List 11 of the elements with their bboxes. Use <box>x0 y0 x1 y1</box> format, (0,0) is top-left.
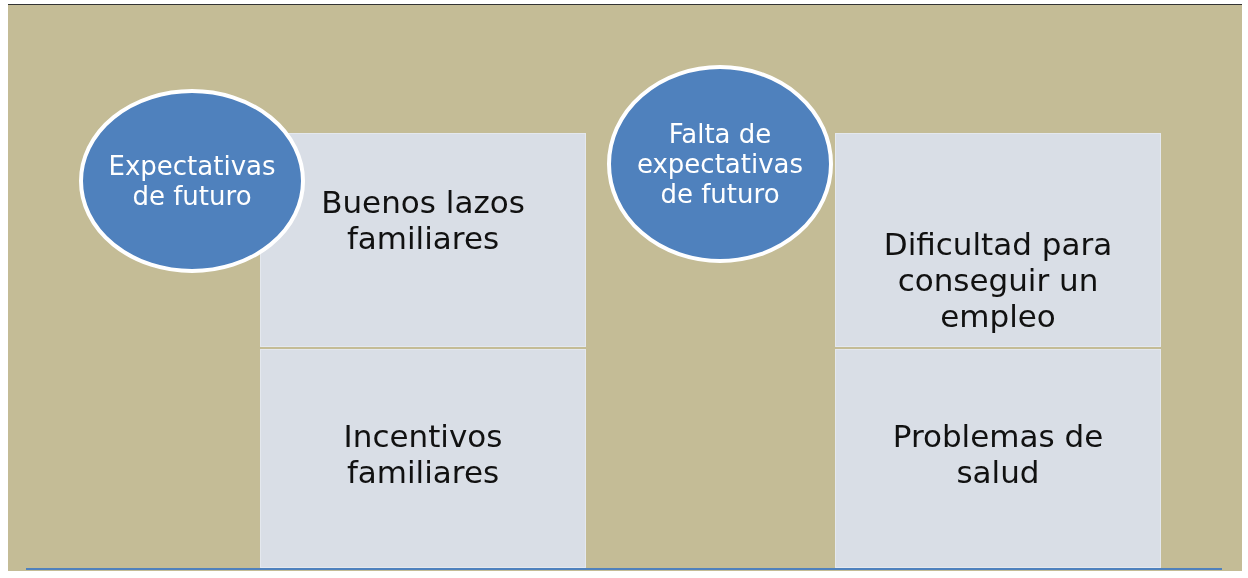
ellipse-node <box>78 88 306 274</box>
text-panel <box>835 133 1161 347</box>
text-panel <box>260 349 586 568</box>
node-label: Expectativas de futuro <box>107 150 277 213</box>
node-label: Problemas de salud <box>891 417 1105 490</box>
node-label: Falta de expectativas de futuro <box>635 118 805 211</box>
text-panel <box>835 349 1161 568</box>
node-label: Dificultad para conseguir un empleo <box>882 226 1114 334</box>
node-label: Incentivos familiares <box>342 417 504 490</box>
ellipse-node <box>606 64 834 264</box>
node-label: Buenos lazos familiares <box>320 184 526 256</box>
